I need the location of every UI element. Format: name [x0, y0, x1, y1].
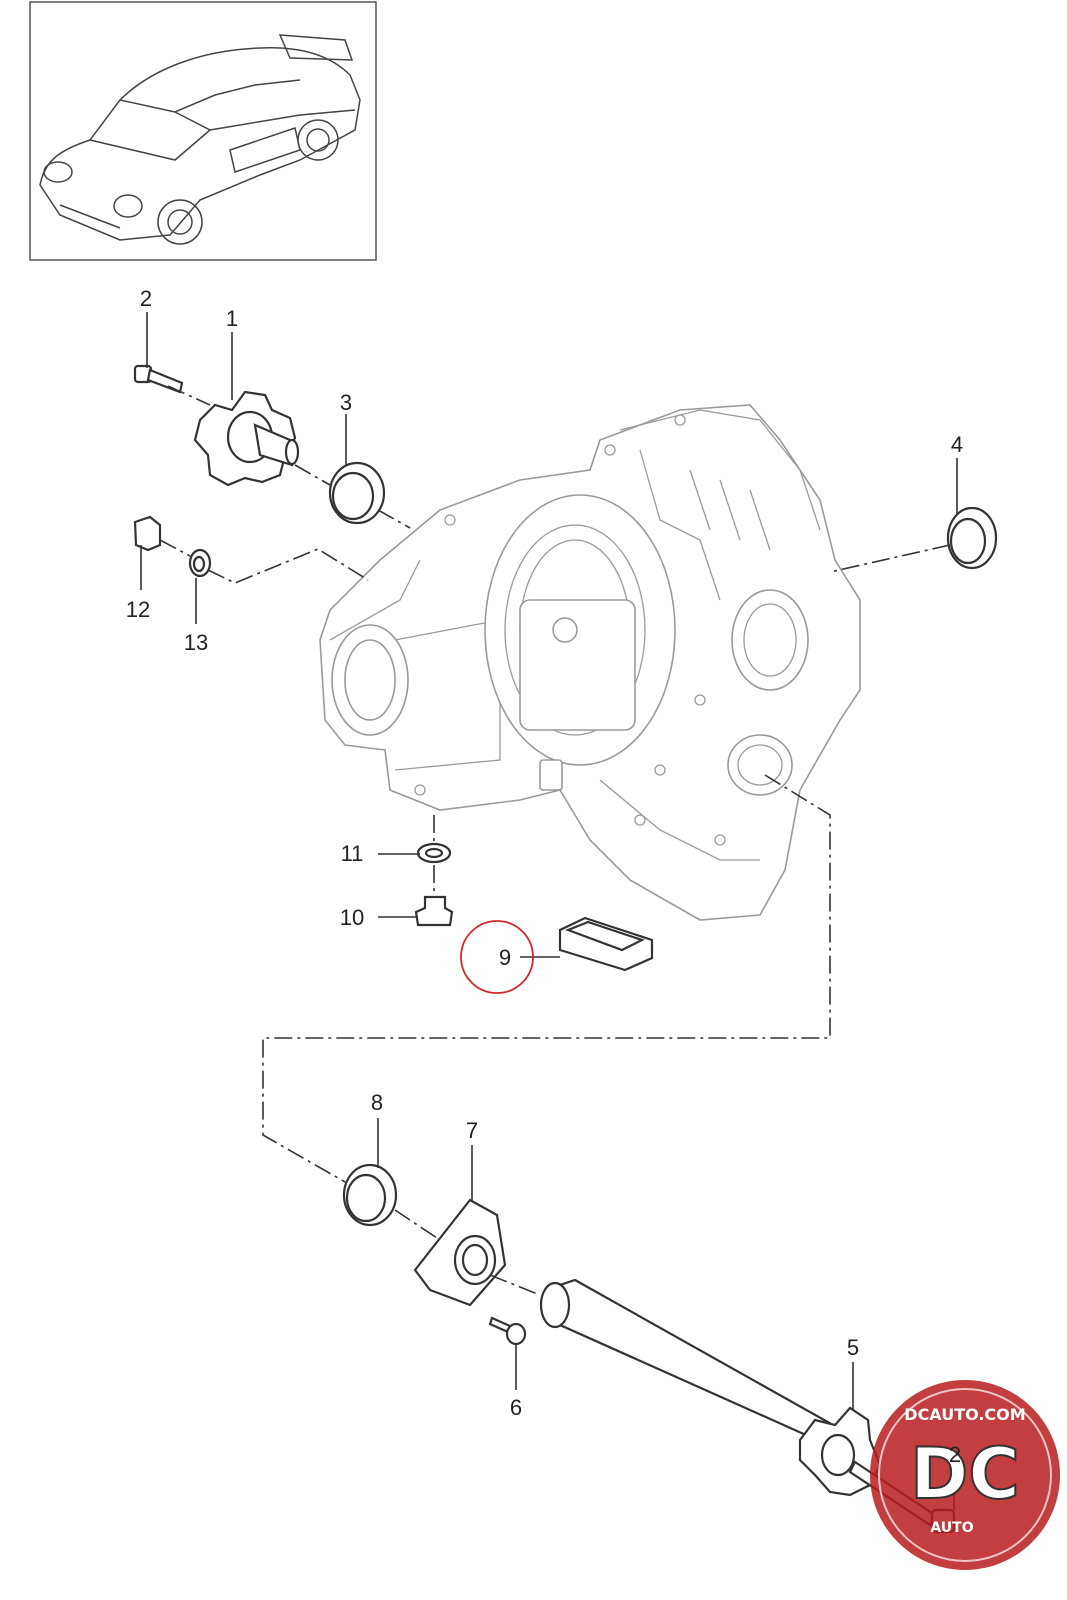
- callout-13: 13: [184, 630, 208, 655]
- callout-5: 5: [847, 1335, 859, 1360]
- part-washer-13: [188, 548, 212, 578]
- part-plug-10: [414, 895, 454, 927]
- callout-1: 1: [226, 306, 238, 331]
- callout-10: 10: [340, 905, 364, 930]
- dcauto-watermark-logo: DCAUTO.COM DC AUTO: [870, 1380, 1060, 1570]
- callout-4: 4: [951, 432, 963, 457]
- part-gasket-9: [558, 916, 654, 972]
- watermark-letters: DC: [910, 1433, 1019, 1515]
- callout-labels: 2 1 3 4 12 13 11 10 9 8 7 6 5: [126, 286, 963, 1420]
- part-seal-3: [328, 461, 386, 525]
- part-bolt-top: [133, 364, 184, 394]
- callout-2-top: 2: [140, 286, 152, 311]
- watermark-sub-text: AUTO: [930, 1520, 973, 1536]
- callout-11: 11: [341, 841, 364, 866]
- watermark-site-text: DCAUTO.COM: [904, 1405, 1025, 1424]
- part-seal-8: [342, 1163, 398, 1227]
- assembly-lines: [159, 385, 951, 1296]
- part-plug-12: [133, 515, 162, 552]
- part-flange-plate-7: [413, 1198, 507, 1307]
- part-bolt-6: [488, 1316, 527, 1346]
- callout-2-bottom: 2: [949, 1442, 961, 1467]
- highlight-circle: [460, 920, 534, 994]
- callout-9: 9: [499, 945, 511, 970]
- vehicle-thumbnail: [29, 1, 377, 261]
- part-washer-11: [416, 842, 452, 864]
- callout-6: 6: [510, 1395, 522, 1420]
- transmission-housing: [319, 404, 861, 921]
- part-drive-shaft-5: [539, 1278, 882, 1497]
- part-flange: [193, 390, 300, 487]
- callout-3: 3: [340, 390, 352, 415]
- callout-8: 8: [371, 1090, 383, 1115]
- part-seal-4: [946, 506, 998, 570]
- callout-7: 7: [466, 1118, 478, 1143]
- callout-12: 12: [126, 597, 150, 622]
